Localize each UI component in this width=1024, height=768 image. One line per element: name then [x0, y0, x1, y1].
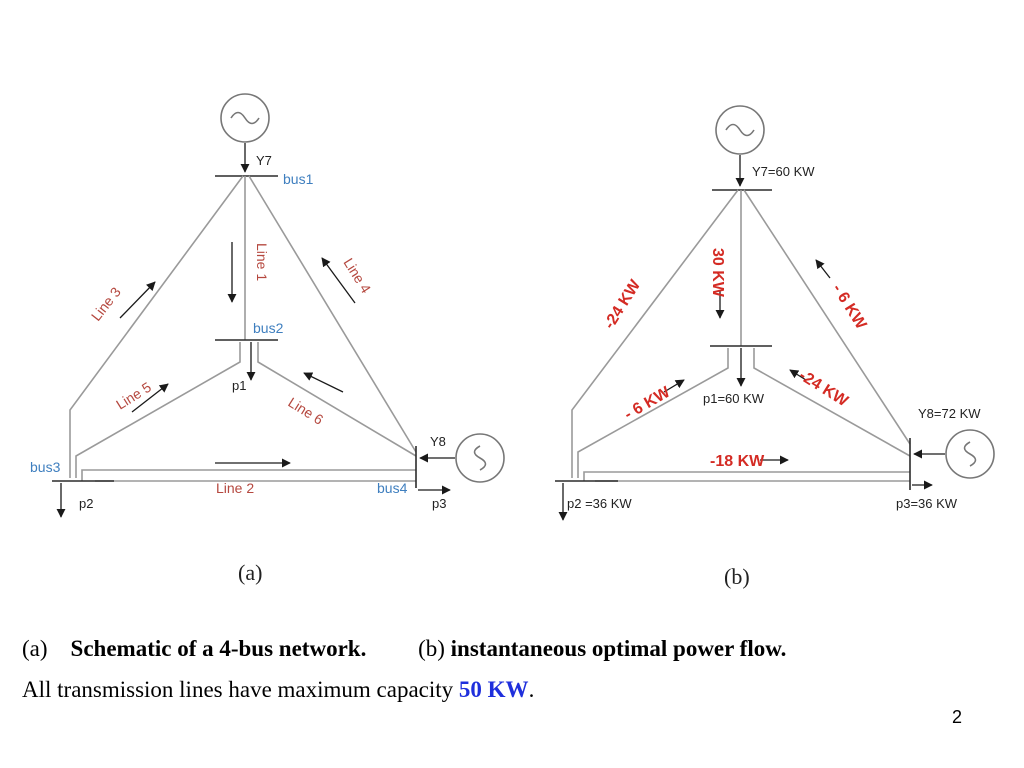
caption-a-tag: (a) [22, 636, 48, 661]
capacity-note: All transmission lines have maximum capa… [22, 677, 534, 703]
gen-y8-b-label: Y8=72 KW [918, 406, 981, 421]
figure-caption: (a) Schematic of a 4-bus network. (b) in… [22, 636, 786, 662]
line6-b-wire [753, 348, 911, 457]
caption-b-tag: (b) [418, 636, 445, 661]
line4-b-flow-label: - 6 KW [829, 281, 870, 333]
gen-y7-b-label: Y7=60 KW [752, 164, 815, 179]
line3-b-wire [571, 189, 739, 478]
caption-b-text: instantaneous optimal power flow. [450, 636, 787, 661]
bus3-label: bus3 [30, 459, 61, 475]
line4-wire [248, 175, 417, 453]
line3-label: Line 3 [88, 284, 124, 324]
line6-flow-arrow [303, 372, 344, 393]
bus1-label: bus1 [283, 171, 314, 187]
gen-y8-label: Y8 [430, 434, 446, 449]
line5-label: Line 5 [113, 379, 154, 413]
load-p2-b-label: p2 =36 KW [567, 496, 632, 511]
load-p3-b-label: p3=36 KW [896, 496, 958, 511]
line4-b-flow-arrow [815, 259, 831, 279]
line1-b-flow-label: 30 KW [709, 248, 726, 298]
subfigure-b-label: (b) [724, 564, 750, 589]
line5-b-wire [577, 348, 729, 478]
line5-flow-arrow [131, 383, 169, 413]
diagram-a: Y7 bus1 Line 1 bus2 p1 Line 3 Line 4 Lin… [30, 93, 505, 585]
caption-a-text: Schematic of a 4-bus network. [70, 636, 367, 661]
gen-y7-label: Y7 [256, 153, 272, 168]
line6-b-flow-label: -24 KW [796, 367, 852, 411]
power-network-figure: Y7 bus1 Line 1 bus2 p1 Line 3 Line 4 Lin… [30, 93, 995, 589]
generator-y8-b-icon [945, 429, 995, 479]
generator-y7-b-icon [715, 105, 765, 155]
load-p1-label: p1 [232, 378, 246, 393]
diagram-b: Y7=60 KW 30 KW p1=60 KW -24 KW - 6 KW - … [555, 105, 995, 589]
capacity-value: 50 KW [458, 677, 529, 702]
line3-flow-arrow [119, 281, 156, 319]
generator-y7-icon [220, 93, 270, 143]
line2-b-flow-label: -18 KW [710, 453, 765, 470]
capacity-note-text: All transmission lines have maximum capa… [22, 677, 459, 702]
subfigure-a-label: (a) [238, 560, 262, 585]
line5-b-flow-arrow [663, 379, 685, 393]
line3-wire [69, 175, 244, 478]
line4-b-wire [743, 189, 911, 445]
line2-b-wire [583, 471, 910, 481]
line6-b-flow-arrow [789, 369, 807, 381]
load-p3-label: p3 [432, 496, 446, 511]
load-p1-b-label: p1=60 KW [703, 391, 765, 406]
line1-label: Line 1 [254, 243, 270, 281]
line2-wire [81, 469, 416, 481]
line4-flow-arrow [321, 257, 356, 304]
bus4-label: bus4 [377, 480, 408, 496]
line5-wire [75, 342, 241, 478]
capacity-note-end: . [528, 677, 535, 702]
load-p2-label: p2 [79, 496, 93, 511]
generator-y8-icon [455, 433, 505, 483]
line6-wire [257, 342, 417, 457]
line2-label: Line 2 [216, 480, 254, 496]
page-number: 2 [951, 707, 962, 727]
bus2-label: bus2 [253, 320, 284, 336]
